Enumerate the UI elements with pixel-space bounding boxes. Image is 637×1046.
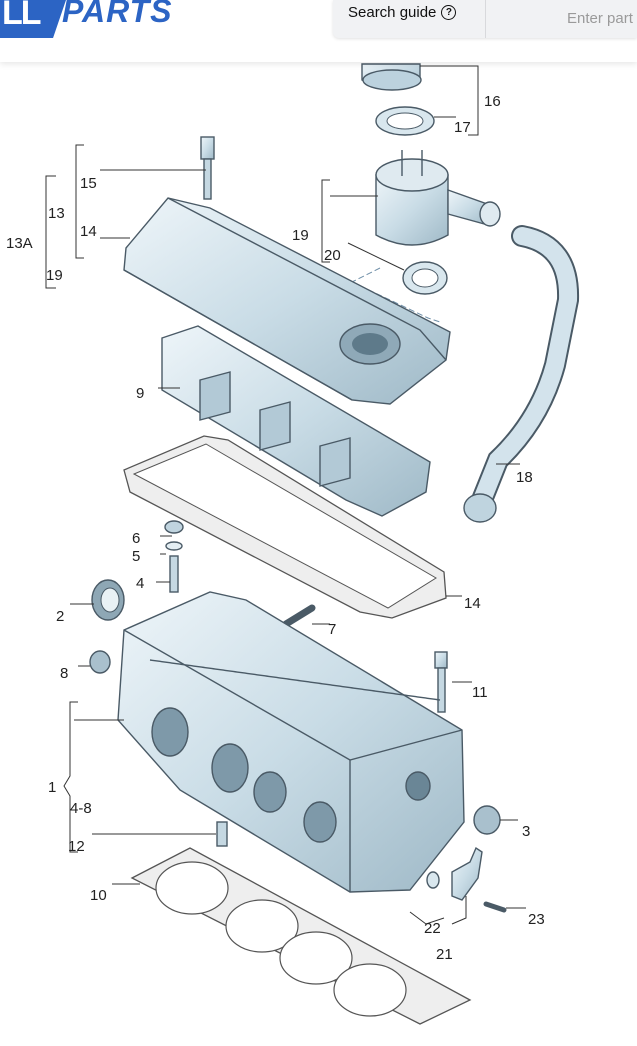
callout-17: 17 — [454, 119, 471, 136]
callout-16: 16 — [484, 93, 501, 110]
callout-23: 23 — [528, 911, 545, 928]
callout-18: 18 — [516, 469, 533, 486]
callout-10: 10 — [90, 887, 107, 904]
site-header: LL PARTS Search guide ? — [0, 0, 637, 62]
callout-8: 8 — [60, 665, 68, 682]
callout-3: 3 — [522, 823, 530, 840]
search-guide-button[interactable]: Search guide ? — [348, 4, 457, 21]
sealing-plug-right[interactable] — [473, 805, 501, 835]
search-area: Search guide ? — [333, 0, 637, 38]
sensor-bracket[interactable] — [426, 846, 507, 913]
valve-cover[interactable] — [123, 197, 451, 405]
head-bolt[interactable] — [434, 651, 448, 713]
help-icon: ? — [441, 5, 457, 20]
breather-housing[interactable] — [375, 150, 501, 246]
callout-12: 12 — [68, 838, 85, 855]
logo-mark-text: LL — [2, 0, 42, 32]
leader-lines — [45, 65, 526, 925]
callout-20: 20 — [324, 247, 341, 264]
callout-11: 11 — [472, 684, 488, 701]
callout-2: 2 — [56, 608, 64, 625]
part-search-input[interactable] — [493, 0, 637, 36]
callout-13a: 13A — [6, 235, 33, 252]
callout-1: 1 — [48, 779, 56, 796]
search-divider — [485, 0, 486, 38]
stud[interactable] — [282, 604, 316, 628]
head-gasket[interactable] — [130, 847, 472, 1025]
callout-14b: 14 — [464, 595, 481, 612]
callout-5: 5 — [132, 548, 140, 565]
callout-6: 6 — [132, 530, 140, 547]
oil-filler-cap[interactable] — [361, 63, 422, 91]
sealing-plug-left[interactable] — [89, 650, 111, 674]
callout-19b: 19 — [292, 227, 309, 244]
cover-bolt[interactable] — [200, 136, 215, 200]
callout-4: 4 — [136, 575, 144, 592]
callout-22: 22 — [424, 920, 441, 937]
callout-15: 15 — [80, 175, 97, 192]
callout-9: 9 — [136, 385, 144, 402]
logo-text: PARTS — [62, 0, 173, 29]
cylinder-head[interactable] — [117, 591, 465, 893]
callout-19a: 19 — [46, 267, 63, 284]
breather-hose[interactable] — [463, 225, 580, 523]
callout-21: 21 — [436, 946, 453, 963]
small-bolt[interactable] — [216, 821, 228, 847]
oil-baffle[interactable] — [161, 325, 431, 517]
search-guide-label: Search guide — [348, 4, 437, 21]
callout-7: 7 — [328, 621, 336, 638]
callout-13: 13 — [48, 205, 65, 222]
callout-14a: 14 — [80, 223, 97, 240]
logo-mark: LL — [0, 0, 66, 38]
callout-4-8: 4-8 — [70, 800, 92, 817]
callout-labels: 16 17 15 13 14 13A 19 19 20 9 18 6 5 4 1… — [6, 93, 545, 963]
stud-nut-washer[interactable] — [164, 520, 184, 593]
